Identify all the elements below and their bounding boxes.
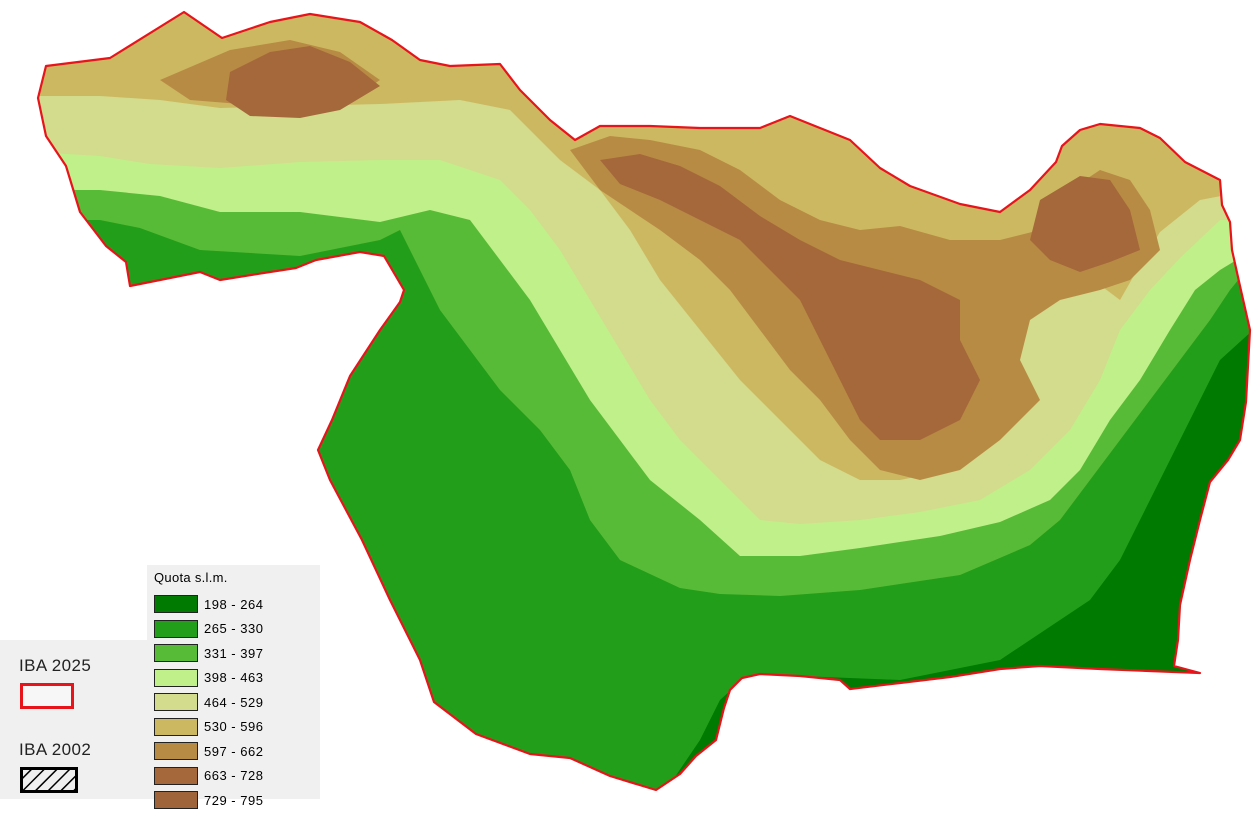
elevation-legend-item: 265 - 330 bbox=[154, 617, 263, 642]
elevation-legend-item: 464 - 529 bbox=[154, 690, 263, 715]
elevation-legend-label: 729 - 795 bbox=[204, 792, 264, 808]
elevation-legend-swatch bbox=[154, 619, 198, 638]
elevation-legend-swatch bbox=[154, 644, 198, 663]
elevation-legend-swatch bbox=[154, 791, 198, 810]
elevation-legend-item: 729 - 795 bbox=[154, 788, 263, 813]
elevation-legend-label: 265 - 330 bbox=[204, 621, 264, 637]
elevation-legend-swatch bbox=[154, 595, 198, 614]
elevation-legend-swatch bbox=[154, 668, 198, 687]
elevation-legend-item: 398 - 463 bbox=[154, 666, 263, 691]
elevation-legend-swatch bbox=[154, 693, 198, 712]
elevation-legend-label: 331 - 397 bbox=[204, 645, 264, 661]
elevation-legend-label: 398 - 463 bbox=[204, 670, 264, 686]
elevation-legend-item: 663 - 728 bbox=[154, 764, 263, 789]
boundary-legend: IBA 2025 IBA 2002 bbox=[0, 640, 147, 799]
elevation-legend-item: 331 - 397 bbox=[154, 641, 263, 666]
elevation-legend-item: 198 - 264 bbox=[154, 592, 263, 617]
iba-2025-boundary bbox=[36, 10, 1252, 792]
iba-2025-swatch bbox=[20, 683, 74, 709]
elevation-legend-items: 198 - 264 265 - 330 331 - 397 398 - 463 464 … bbox=[154, 592, 263, 813]
elevation-legend-title: Quota s.l.m. bbox=[154, 570, 228, 585]
iba-2002-label: IBA 2002 bbox=[19, 740, 92, 759]
elevation-legend: Quota s.l.m. 198 - 264 265 - 330 331 - 397… bbox=[147, 565, 320, 810]
elevation-legend-label: 597 - 662 bbox=[204, 743, 264, 759]
elevation-legend-swatch bbox=[154, 717, 198, 736]
elevation-legend-label: 464 - 529 bbox=[204, 694, 264, 710]
elevation-legend-item: 530 - 596 bbox=[154, 715, 263, 740]
elevation-legend-label: 198 - 264 bbox=[204, 596, 264, 612]
elevation-legend-item: 597 - 662 bbox=[154, 739, 263, 764]
iba-2025-label: IBA 2025 bbox=[19, 656, 92, 675]
elevation-legend-label: 663 - 728 bbox=[204, 768, 264, 784]
elevation-band-663-728 bbox=[226, 46, 1140, 440]
iba-2002-hatch-swatch bbox=[20, 767, 78, 793]
elevation-legend-swatch bbox=[154, 766, 198, 785]
elevation-legend-swatch bbox=[154, 742, 198, 761]
elevation-legend-label: 530 - 596 bbox=[204, 719, 264, 735]
